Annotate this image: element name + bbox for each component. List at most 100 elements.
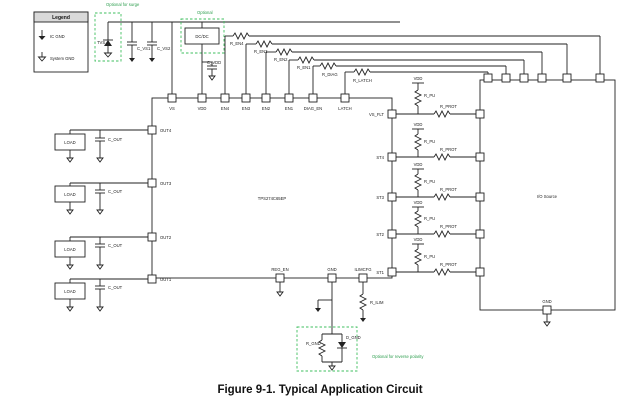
pin-ilimcfg [358,273,368,283]
pin-st2 [387,229,397,239]
status-st4 [396,128,476,162]
ilim-resistor [358,282,368,322]
cvdd-capacitor [202,61,217,81]
pin-label-en2: EN2 [262,106,271,111]
pin-label-gnd: GND [327,267,336,272]
load-2-label: LOAD [64,247,75,252]
io-source-gnd-label: GND [542,299,551,304]
pin-vdd [197,93,207,103]
io-source-left-pins [475,109,485,277]
load-1-label: LOAD [64,289,75,294]
vdd-label-4: VDD [414,200,423,205]
dcdc-label: DC/DC [195,34,208,39]
cout-2-label: C_OUT [108,243,123,248]
io-source-gnd-pin [542,305,552,315]
pin-out4 [147,125,157,135]
r-latch-network [344,67,489,94]
pin-en4 [220,93,230,103]
r-prot-label-2: R_PROT [440,147,457,152]
pin-label-out1: OUT1 [160,277,172,282]
dcdc-optional-box [180,18,225,54]
r-en4-label: R_EN4 [230,41,244,46]
cvs2-capacitor [147,22,157,62]
status-st1 [396,243,476,277]
tvs-label: TVS [97,40,105,45]
legend-box: Legend IC GND System GND [33,11,89,73]
pin-en1 [284,93,294,103]
cvs1-capacitor [127,22,137,62]
ic-gnd-icon [38,30,46,40]
note-surge: Optional for surge [106,2,140,7]
r-prot-label-1: R_PROT [440,104,457,109]
io-source-label: I/O Source [537,194,558,199]
legend-ic-gnd: IC GND [50,34,65,39]
pin-label-out3: OUT3 [160,181,172,186]
legend-system-gnd: System GND [50,56,74,61]
pin-out2 [147,232,157,242]
r-pu-label-2: R_PU [424,139,435,144]
legend-title: Legend [52,15,70,21]
cout-4-label: C_OUT [108,137,123,142]
output-channel-1 [54,278,148,312]
tvs-diode [103,22,113,58]
vdd-label-2: VDD [414,122,423,127]
r-diag-network [312,61,507,94]
load-4-label: LOAD [64,140,75,145]
pin-label-st2: ST2 [376,232,384,237]
r-ilim-label: R_ILIM [370,300,384,305]
pin-en3 [241,93,251,103]
pin-label-out4: OUT4 [160,128,172,133]
io-source-ground [543,314,551,327]
output-channel-2 [54,236,148,270]
r-en2-label: R_EN2 [274,57,288,62]
r-en1-label: R_EN1 [297,65,311,70]
cvs1-label: C_VS1 [137,46,151,51]
pin-label-en3: EN3 [242,106,251,111]
r-en1-network [288,55,525,94]
system-gnd-icon [37,52,47,62]
r-gnd-label: R_GND [306,341,321,346]
ic-right-pins [387,109,397,277]
figure-caption: Figure 9-1. Typical Application Circuit [217,384,422,396]
ic-left-pins [147,125,157,284]
pin-label-out2: OUT2 [160,235,172,240]
pin-reg-en [275,273,285,283]
output-channel-3 [54,182,148,215]
pin-gnd [327,273,337,283]
vdd-label-5: VDD [414,237,423,242]
pin-out3 [147,178,157,188]
pin-vs-flt [387,109,397,119]
pin-label-vs-flt: VS_FLT [369,112,384,117]
r-prot-label-3: R_PROT [440,187,457,192]
pin-out1 [147,274,157,284]
pin-label-st3: ST3 [376,195,384,200]
ic-gnd-connection [315,282,333,334]
pin-st4 [387,152,397,162]
note-optional: Optional [197,10,213,15]
status-st2 [396,206,476,239]
cvdd-label: C_VDD [207,60,221,65]
reg-en-ground [276,282,284,297]
pin-label-en4: EN4 [221,106,230,111]
r-pu-label-1: R_PU [424,93,435,98]
pin-label-vs: VS [169,106,175,111]
output-channel-4 [54,129,148,163]
pin-label-vdd: VDD [198,106,207,111]
r-en4-network [224,31,601,94]
pin-label-latch: LATCH [338,106,351,111]
r-en2-network [265,47,543,94]
r-prot-label-5: R_PROT [440,262,457,267]
r-diag-label: R_DIAG [322,72,338,77]
r-en3-network [245,39,568,94]
r-prot-label-4: R_PROT [440,224,457,229]
note-reverse-polarity: Optional for reverse polarity [372,354,424,359]
r-latch-label: R_LATCH [353,78,372,83]
cout-1-label: C_OUT [108,285,123,290]
pin-diag-en [308,93,318,103]
surge-optional-box [94,12,122,62]
r-pu-label-4: R_PU [424,216,435,221]
load-3-label: LOAD [64,192,75,197]
io-source-block [479,79,616,311]
pin-st1 [387,267,397,277]
ic-top-pins [167,93,350,103]
